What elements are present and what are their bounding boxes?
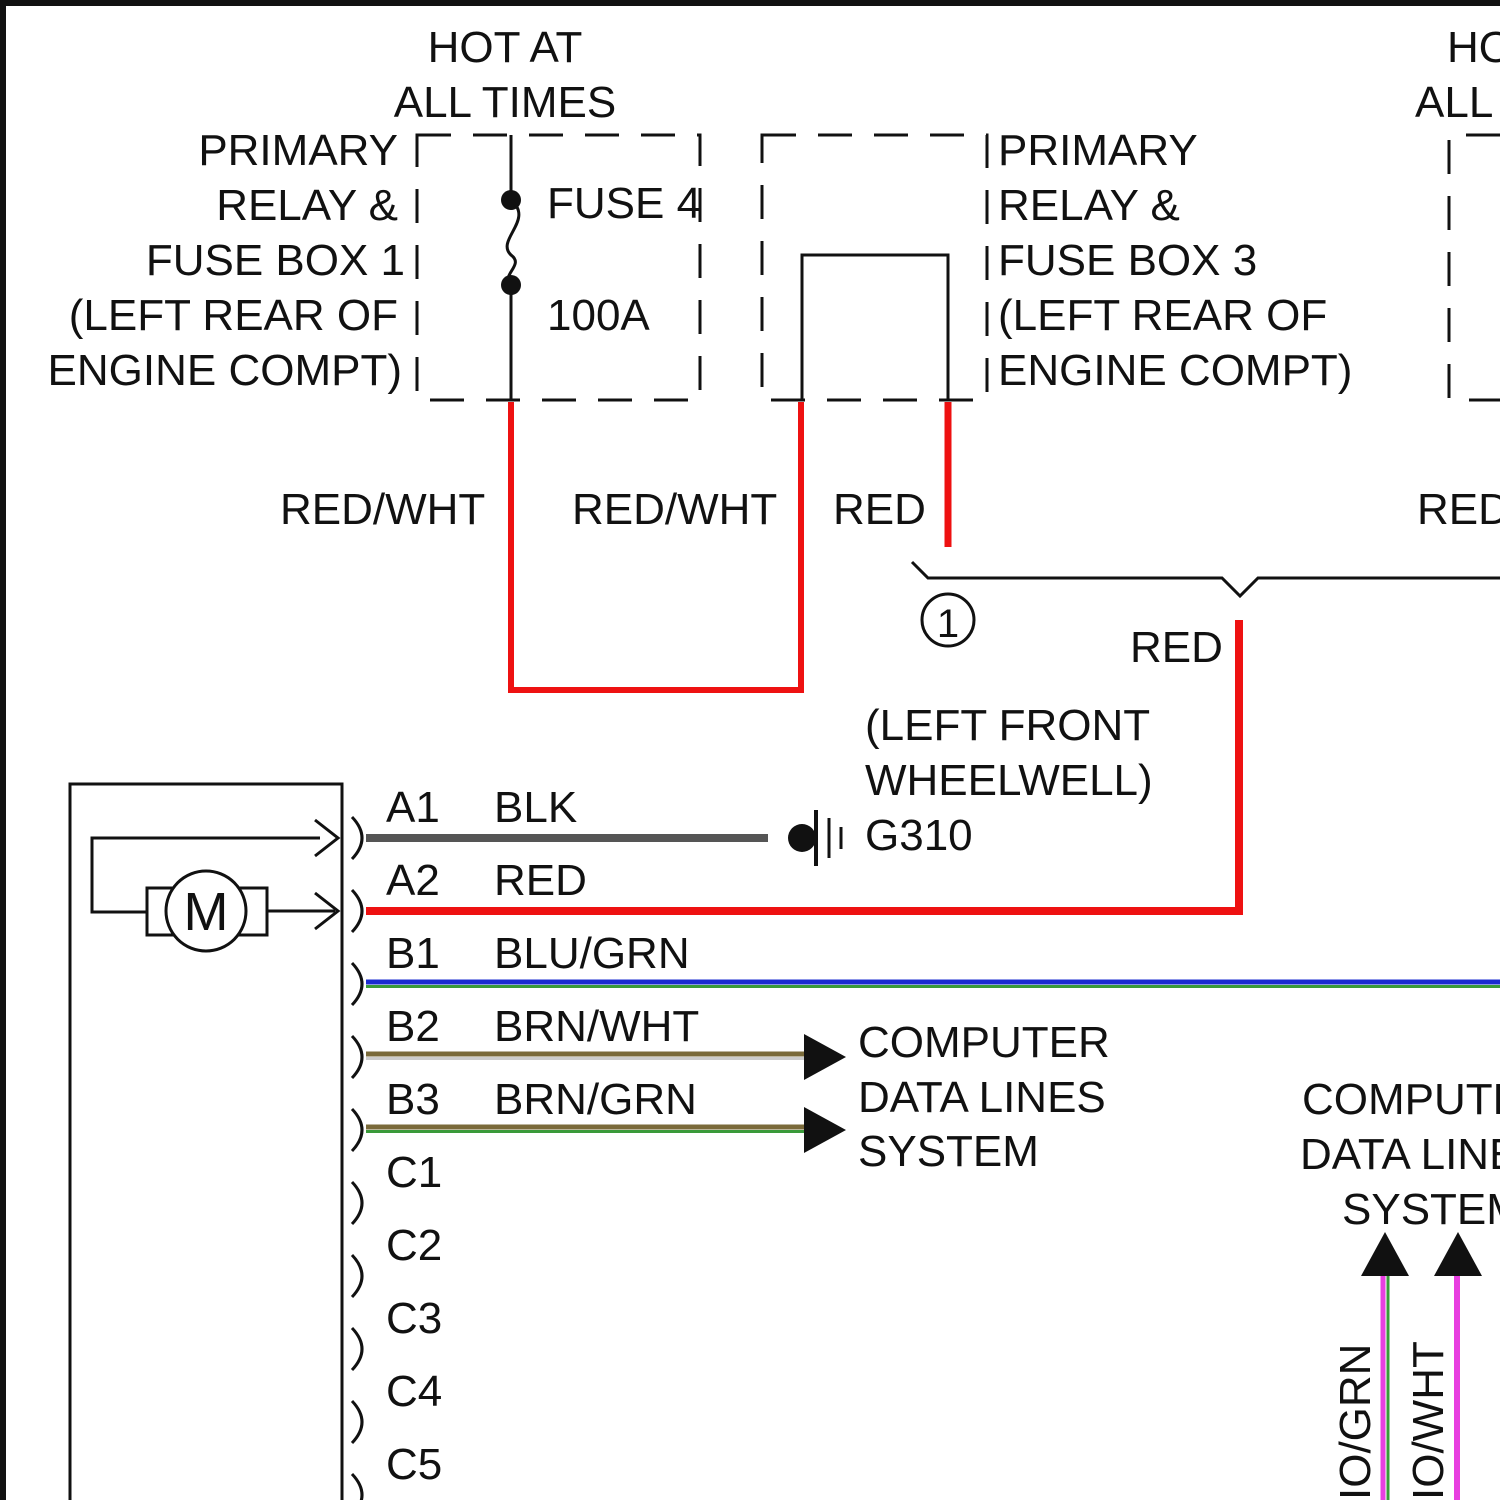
fuse-box-3-label-line5: ENGINE COMPT) <box>998 346 1352 395</box>
fuse-box-right-outline <box>1449 135 1500 400</box>
fuse-box-1-label-line1: PRIMARY <box>198 126 398 175</box>
ground-location-line2: WHEELWELL) <box>865 756 1153 805</box>
pin-label-c1: C1 <box>386 1148 442 1197</box>
pin-label-c2: C2 <box>386 1221 442 1270</box>
ground-terminal-dot <box>788 824 816 852</box>
computer-data-left-line3: SYSTEM <box>858 1127 1039 1176</box>
fuse-box-3-label-line4: (LEFT REAR OF <box>998 291 1327 340</box>
computer-data-left-line1: COMPUTER <box>858 1018 1110 1067</box>
wire-color-label-b2: BRN/WHT <box>494 1002 699 1051</box>
red-wht-label-mid: RED/WHT <box>572 485 777 534</box>
fuse-name: FUSE 4 <box>547 179 701 228</box>
vertical-wire-label-right: IO/WHT <box>1404 1341 1453 1500</box>
pin-label-c4: C4 <box>386 1367 442 1416</box>
arrow-up-right-data-line <box>1434 1232 1482 1276</box>
splice-bracket <box>912 562 1500 596</box>
computer-data-right-line2: DATA LINE <box>1300 1130 1500 1179</box>
fuse-rating: 100A <box>547 291 650 340</box>
computer-data-right-line3: SYSTEM <box>1342 1185 1500 1234</box>
fuse-box-1-label-line3: FUSE BOX 1 <box>146 236 405 285</box>
pin-label-c5: C5 <box>386 1440 442 1489</box>
wire-color-label-a2: RED <box>494 856 587 905</box>
red-label-drop: RED <box>1130 623 1223 672</box>
wire-color-label-a1: BLK <box>494 783 577 832</box>
jack-b2 <box>352 1036 362 1078</box>
jack-a2 <box>352 890 362 932</box>
splice-number: 1 <box>937 602 959 646</box>
pin-label-a1: A1 <box>386 783 440 832</box>
fuse-box-1-label-line2: RELAY & <box>216 181 398 230</box>
motor-symbol: M <box>184 882 229 942</box>
red-wht-label-left: RED/WHT <box>280 485 485 534</box>
fuse-box-3-label-line3: FUSE BOX 3 <box>998 236 1257 285</box>
arrow-up-left-data-line <box>1361 1232 1409 1276</box>
ground-id-label: G310 <box>865 811 973 860</box>
hot-at-label-line1: HOT AT <box>428 23 583 72</box>
jack-c2 <box>352 1255 362 1297</box>
pin-label-b2: B2 <box>386 1002 440 1051</box>
fuse-box-3-jumper <box>802 255 948 400</box>
ground-location-line1: (LEFT FRONT <box>865 701 1150 750</box>
jack-a1 <box>352 817 362 859</box>
fuse-box-1-label-line5: ENGINE COMPT) <box>48 346 402 395</box>
hot-at-right-label-line2: ALL <box>1415 78 1493 127</box>
hot-at-right-label-line1: HO <box>1447 23 1500 72</box>
fuse-box-1-label-line4: (LEFT REAR OF <box>69 291 398 340</box>
red-wht-wire-loop <box>511 402 801 690</box>
red-label-right: RED <box>1417 485 1500 534</box>
fuse-element <box>507 200 519 285</box>
wire-color-label-b3: BRN/GRN <box>494 1075 697 1124</box>
jack-c1 <box>352 1182 362 1224</box>
connector-jacks <box>352 817 362 1500</box>
jack-c4 <box>352 1401 362 1443</box>
arrow-b3-to-data-lines <box>804 1107 846 1153</box>
vertical-wire-label-left: IO/GRN <box>1331 1344 1380 1500</box>
fuse-box-3-label-line1: PRIMARY <box>998 126 1198 175</box>
pin-label-b1: B1 <box>386 929 440 978</box>
ground-g310-icon <box>788 810 841 866</box>
jack-c5 <box>352 1474 362 1500</box>
jack-b3 <box>352 1109 362 1151</box>
jack-c3 <box>352 1328 362 1370</box>
hot-at-label-line2: ALL TIMES <box>394 78 617 127</box>
computer-data-left-line2: DATA LINES <box>858 1073 1106 1122</box>
fuse-box-1-outline <box>417 135 700 400</box>
fuse-box-3-outline <box>762 135 987 400</box>
computer-data-right-line1: COMPUTE <box>1302 1075 1500 1124</box>
wire-color-label-b1: BLU/GRN <box>494 929 690 978</box>
red-label-box3: RED <box>833 485 926 534</box>
pin-label-c3: C3 <box>386 1294 442 1343</box>
pin-label-b3: B3 <box>386 1075 440 1124</box>
jack-b1 <box>352 963 362 1005</box>
fuse-box-3-label-line2: RELAY & <box>998 181 1180 230</box>
pin-label-a2: A2 <box>386 856 440 905</box>
arrow-b2-to-data-lines <box>804 1034 846 1080</box>
